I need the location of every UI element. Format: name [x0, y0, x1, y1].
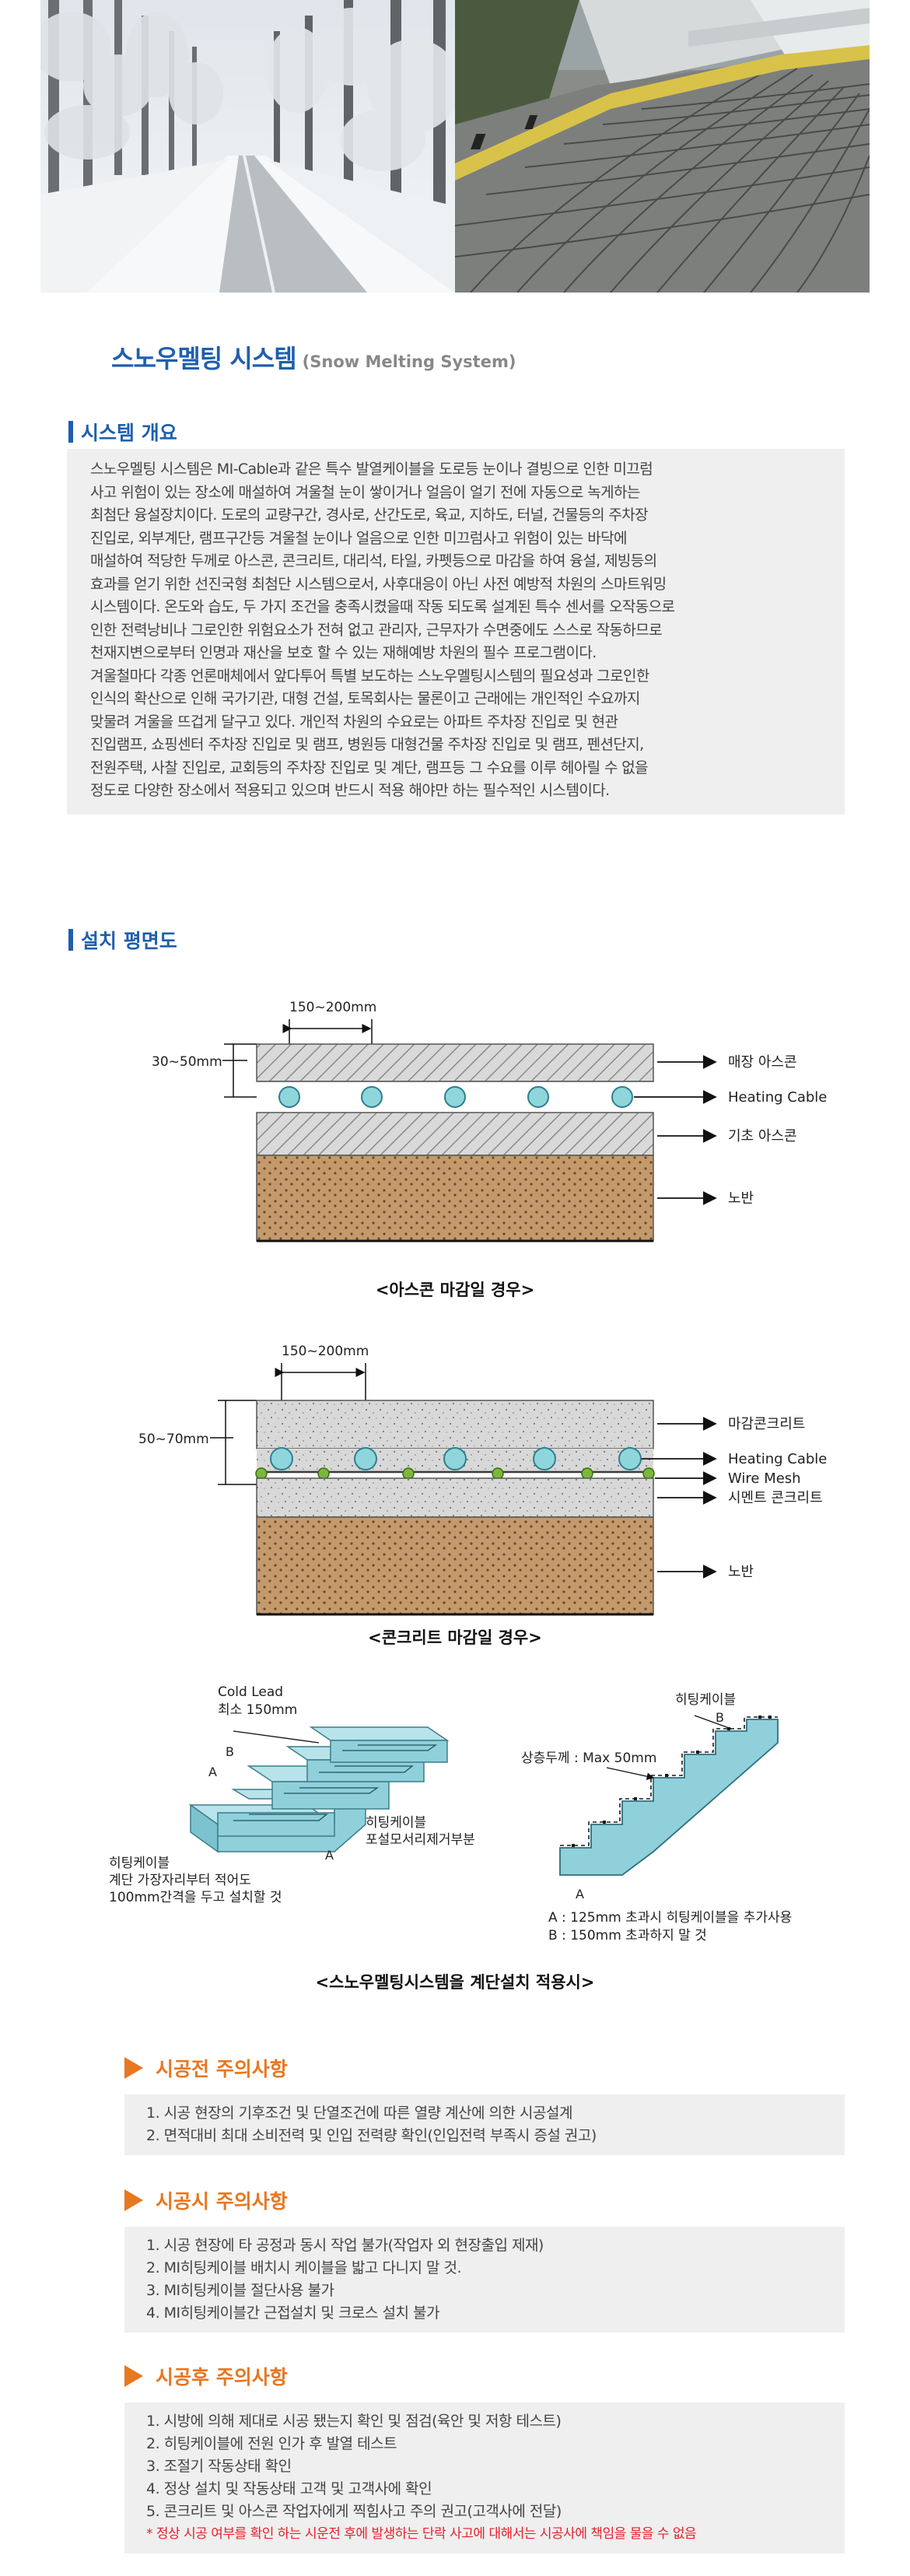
layer-label: Wire Mesh — [728, 1470, 801, 1487]
stair-label: A — [208, 1765, 217, 1779]
layer-label: Heating Cable — [728, 1451, 827, 1467]
heading-bar — [68, 421, 73, 443]
overview-line: 스노우멜팅 시스템은 MI-Cable과 같은 특수 발열케이블을 도로등 눈이… — [90, 461, 653, 478]
layer-label: 노반 — [728, 1190, 754, 1207]
layer-label: 기초 아스콘 — [728, 1128, 797, 1144]
overview-text-box: 스노우멜팅 시스템은 MI-Cable과 같은 특수 발열케이블을 도로등 눈이… — [67, 449, 845, 815]
layer-label: 매장 아스콘 — [728, 1054, 797, 1071]
notice-before-box: 1. 시공 현장의 기후조건 및 단열조건에 따른 열량 계산에 의한 시공설계… — [124, 2094, 845, 2155]
overview-line: 효과를 얻기 위한 선진국형 최첨단 시스템으로서, 사후대응이 아닌 사전 예… — [90, 575, 667, 593]
notice-before-heading: 시공전 주의사항 — [124, 2054, 288, 2082]
notice-title: 시공전 주의사항 — [156, 2058, 288, 2080]
heading-bar — [68, 929, 73, 951]
warning-note: * 정상 시공 여부를 확인 하는 시운전 후에 발생하는 단락 사고에 대해서… — [146, 2526, 697, 2542]
stair-label: Cold Lead — [218, 1684, 283, 1700]
stair-label: B : 150mm 초과하지 말 것 — [548, 1928, 707, 1943]
stair-label: A — [576, 1887, 584, 1901]
heating-mesh-road-photo — [455, 0, 870, 293]
notice-title: 시공시 주의사항 — [156, 2190, 288, 2213]
subgrade-layer — [256, 1155, 654, 1242]
overview-line: 진입램프, 쇼핑센터 주차장 진입로 및 램프, 병원등 대형건물 주차장 진입… — [90, 736, 644, 753]
overview-line: 시스템이다. 온도와 습도, 두 가지 조건을 충족시켰을때 작동 되도록 설계… — [90, 598, 675, 615]
notice-item: 2. 면적대비 최대 소비전력 및 인입 전력량 확인(인입전력 부족시 증설 … — [146, 2127, 597, 2144]
concrete-spacing-label: 150~200mm — [282, 1344, 369, 1359]
overview-line: 최첨단 융설장치이다. 도로의 교량구간, 경사로, 산간도로, 육교, 지하도… — [90, 506, 649, 524]
stair-label: 계단 가장자리부터 적어도 — [109, 1873, 251, 1888]
overview-line: 사고 위험이 있는 장소에 매설하여 겨울철 눈이 쌓이거나 얼음이 얼기 전에… — [90, 483, 640, 501]
stairs-diagram: Cold Lead 최소 150mm B A A 히팅케이블 포설모서리제거부분… — [109, 1684, 792, 1992]
notice-item: 3. MI히팅케이블 절단사용 불가 — [146, 2282, 334, 2299]
heating-cables — [278, 1086, 633, 1108]
notice-item: 1. 시공 현장의 기후조건 및 단열조건에 따른 열량 계산에 의한 시공설계 — [146, 2105, 572, 2122]
subgrade-layer — [256, 1516, 654, 1615]
layer-label: 마감콘크리트 — [728, 1416, 805, 1432]
section-stairs — [559, 1716, 779, 1876]
triangle-bullet-icon — [124, 2365, 143, 2387]
asphalt-caption: <아스콘 마감일 경우> — [376, 1281, 534, 1299]
concrete-caption: <콘크리트 마감일 경우> — [368, 1628, 542, 1647]
stair-label: 히팅케이블 — [109, 1856, 170, 1871]
section-plan-title: 설치 평면도 — [81, 930, 177, 952]
cement-concrete-layer — [256, 1477, 654, 1518]
overview-line: 인한 전력낭비나 그로인한 위험요소가 전혀 없고 관리자, 근무자가 수면중에… — [90, 621, 663, 639]
stair-label: 포설모서리제거부분 — [366, 1832, 475, 1848]
notice-item: 4. MI히팅케이블간 근접설치 및 크로스 설치 불가 — [146, 2304, 440, 2322]
finish-concrete-layer — [256, 1400, 654, 1449]
overview-line: 매설하여 적당한 두께로 아스콘, 콘크리트, 대리석, 타일, 카펫등으로 마… — [90, 552, 657, 570]
asphalt-diagram: 150~200mm 30~50mm 매장 아스콘 Heating Cable 기… — [152, 1000, 827, 1299]
notice-during-box: 1. 시공 현장에 타 공정과 동시 작업 불가(작업자 외 현장출입 제재) … — [124, 2227, 845, 2332]
isometric-stairs — [188, 1726, 450, 1853]
overview-line: 인식의 확산으로 인해 국가기관, 대형 건설, 토목회사는 물론이고 근래에는… — [90, 690, 640, 707]
layer-label: 노반 — [728, 1564, 754, 1580]
stair-label: 상층두께 : Max 50mm — [521, 1751, 656, 1766]
overview-line: 진입로, 외부계단, 램프구간등 겨울철 눈이나 얼음으로 인한 미끄럼사고 위… — [90, 529, 627, 547]
notice-item: 1. 시방에 의해 제대로 시공 됐는지 확인 및 점검(육안 및 저항 테스트… — [146, 2413, 562, 2430]
notice-during-heading: 시공시 주의사항 — [124, 2186, 288, 2214]
page-title: 스노우멜팅 시스템 (Snow Melting System) — [111, 339, 516, 375]
overview-line: 전원주택, 사찰 진입로, 교회등의 주차장 진입로 및 계단, 램프등 그 수… — [90, 759, 649, 776]
notice-item: 3. 조절기 작동상태 확인 — [146, 2458, 292, 2475]
layer-label: 시멘트 콘크리트 — [728, 1490, 823, 1506]
asphalt-spacing-label: 150~200mm — [289, 1000, 376, 1015]
triangle-bullet-icon — [124, 2057, 143, 2079]
title-english: (Snow Melting System) — [302, 352, 516, 371]
stair-label: 히팅케이블 — [675, 1692, 736, 1708]
overview-line: 맞물려 겨울을 뜨겁게 달구고 있다. 개인적 차원의 수요로는 아파트 주차장… — [90, 713, 618, 731]
section-overview-heading: 시스템 개요 — [68, 418, 177, 446]
section-overview-title: 시스템 개요 — [81, 422, 177, 444]
notice-item: 2. MI히팅케이블 배치시 케이블을 밟고 다니지 말 것. — [146, 2259, 462, 2276]
concrete-diagram: 150~200mm 50~70mm 마감콘크리트 Heating Cable W… — [138, 1344, 827, 1647]
stair-label: B — [226, 1744, 234, 1759]
stair-label: 히팅케이블 — [366, 1815, 426, 1831]
overview-line: 천재지변으로부터 인명과 재산을 보호 할 수 있는 재해예방 차원의 필수 프… — [90, 644, 597, 661]
stair-label: A : 125mm 초과시 히팅케이블을 추가사용 — [548, 1910, 792, 1926]
notice-item: 4. 정상 설치 및 작동상태 고객 및 고객사에 확인 — [146, 2480, 432, 2497]
stairs-caption: <스노우멜팅시스템을 계단설치 적용시> — [316, 1973, 595, 1992]
triangle-bullet-icon — [124, 2189, 143, 2211]
stair-label: B — [716, 1710, 724, 1725]
stair-label: 100mm간격을 두고 설치할 것 — [109, 1890, 282, 1905]
notice-after-box: 1. 시방에 의해 제대로 시공 됐는지 확인 및 점검(육안 및 저항 테스트… — [124, 2403, 845, 2553]
notice-title: 시공후 주의사항 — [156, 2366, 288, 2388]
overview-line: 겨울철마다 각종 언론매체에서 앞다투어 특별 보도하는 스노우멜팅시스템의 필… — [90, 667, 649, 685]
heating-cables — [270, 1447, 642, 1470]
asphalt-depth-label: 30~50mm — [152, 1054, 222, 1070]
base-asphalt-layer — [256, 1112, 654, 1156]
notice-after-heading: 시공후 주의사항 — [124, 2362, 288, 2390]
stair-label: A — [325, 1848, 334, 1863]
surface-asphalt-layer — [256, 1043, 654, 1082]
hero-photos — [40, 0, 870, 293]
section-plan-heading: 설치 평면도 — [68, 926, 177, 954]
notice-item: 2. 히팅케이블에 전원 인가 후 발열 테스트 — [146, 2435, 397, 2452]
concrete-depth-label: 50~70mm — [138, 1432, 209, 1447]
snowy-road-photo — [40, 0, 455, 293]
layer-label: Heating Cable — [728, 1089, 827, 1106]
title-korean: 스노우멜팅 시스템 — [111, 344, 297, 373]
notice-item: 1. 시공 현장에 타 공정과 동시 작업 불가(작업자 외 현장출입 제재) — [146, 2237, 544, 2254]
notice-item: 5. 콘크리트 및 아스콘 작업자에게 찍힘사고 주의 권고(고객사에 전달) — [146, 2503, 562, 2520]
stair-label: 최소 150mm — [218, 1702, 297, 1718]
overview-line: 정도로 다양한 장소에서 적용되고 있으며 반드시 적용 해야만 하는 필수적인… — [90, 782, 610, 799]
